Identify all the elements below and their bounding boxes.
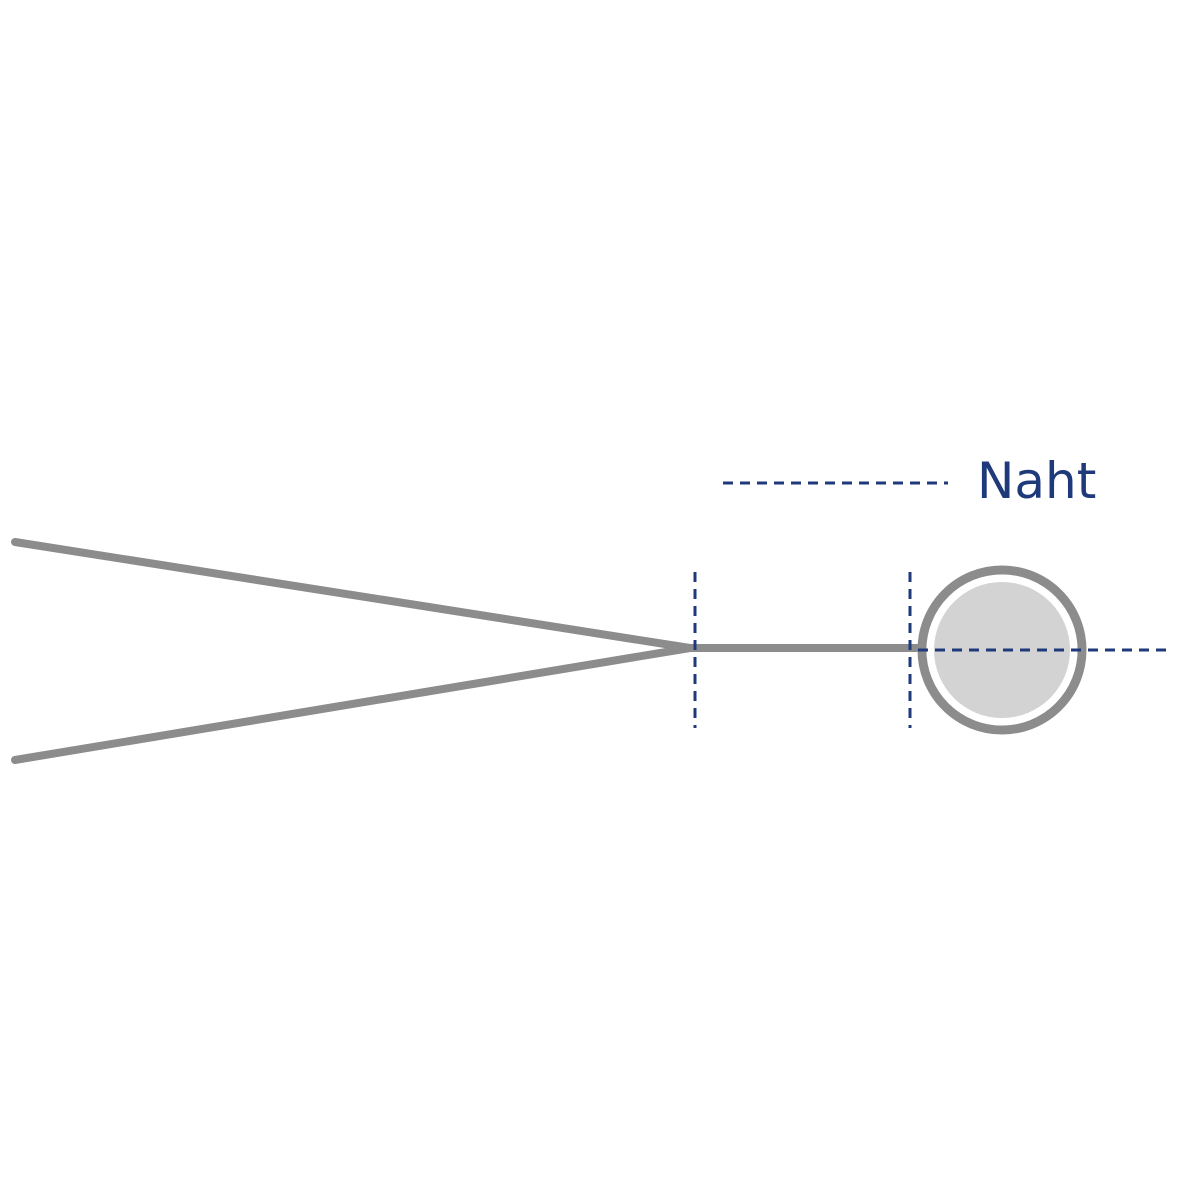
seam-bead-core — [934, 582, 1070, 718]
upper-fabric-layer — [11, 538, 694, 652]
naht-label: Naht — [977, 452, 1096, 510]
lower-fabric-layer — [11, 644, 694, 764]
